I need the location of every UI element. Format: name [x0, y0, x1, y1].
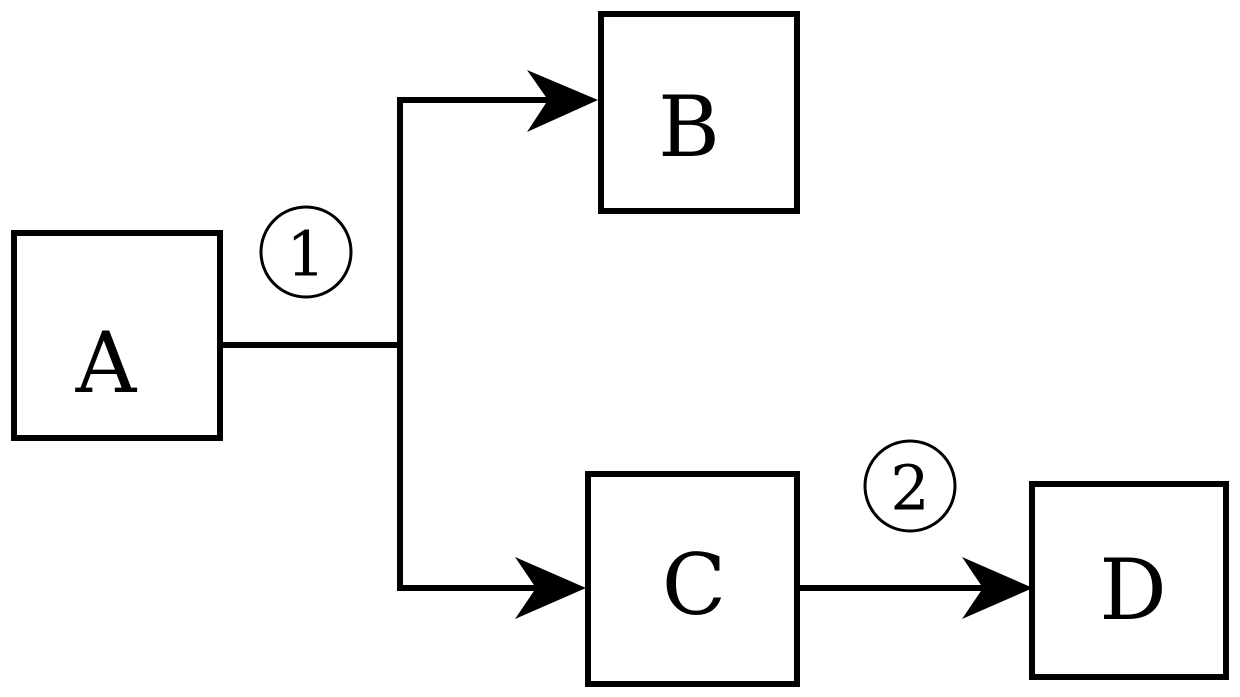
edge-label-2-circle	[863, 439, 957, 533]
arrowhead-to-b	[527, 70, 598, 132]
edge-label-1-text: 1	[286, 218, 325, 291]
node-a-label: A	[75, 314, 138, 412]
connector-to-b	[397, 97, 555, 345]
node-b-box	[598, 11, 800, 214]
arrowhead-to-c	[515, 557, 586, 619]
connector-to-c	[397, 345, 540, 591]
node-b-label: B	[658, 78, 720, 176]
node-c-label: C	[662, 536, 726, 634]
node-c-box	[585, 471, 800, 687]
node-d-label: D	[1099, 541, 1166, 639]
edge-label-2-text: 2	[890, 452, 929, 525]
edge-label-2: 2	[863, 439, 957, 533]
node-a-box	[11, 230, 223, 441]
edge-label-1-circle	[259, 205, 353, 299]
node-d-box	[1029, 481, 1229, 680]
edge-label-1: 1	[259, 205, 353, 299]
arrowhead-to-d	[962, 557, 1033, 619]
